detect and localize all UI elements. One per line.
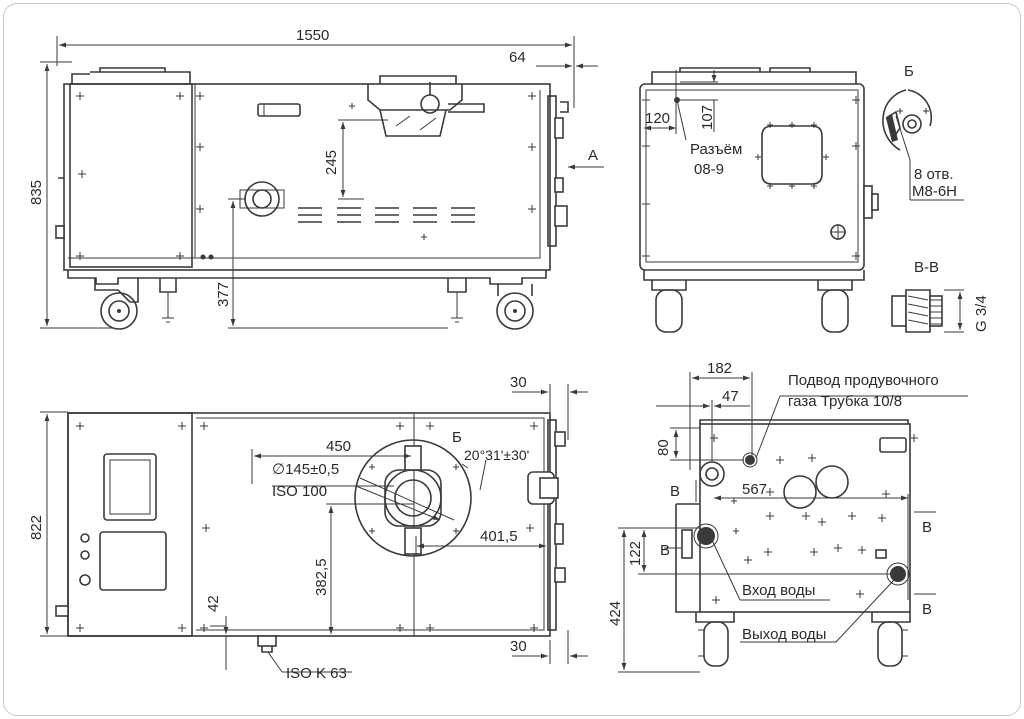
drawing-frame — [3, 3, 1021, 716]
dim-rear-h3: 424 — [607, 601, 624, 626]
label-flange-dia: ∅145±0,5 — [272, 461, 339, 478]
label-view-a: А — [588, 147, 598, 164]
label-flange-std: ISO 100 — [272, 483, 327, 500]
label-water-out: Выход воды — [742, 626, 826, 643]
label-detail-b-top: Б — [904, 63, 914, 80]
dim-rear-h1: 80 — [655, 439, 672, 456]
dim-plan-inlet-right: 401,5 — [480, 528, 518, 545]
plan-view-dimensions — [40, 384, 588, 673]
side-view-dimensions — [40, 36, 604, 329]
dim-overall-length: 1550 — [296, 27, 329, 44]
dim-top-width-offset: 120 — [645, 110, 670, 127]
label-section-mark-right-top: В — [922, 519, 932, 536]
dim-plan-bottom-offset: 42 — [205, 595, 222, 612]
dim-height: 835 — [28, 180, 45, 205]
dim-rear-w1: 182 — [707, 360, 732, 377]
label-thread: М8-6Н — [912, 183, 957, 200]
end-view — [639, 67, 879, 333]
dimension-labels: 1550 64 835 245 377 120 107 30 30 822 45… — [28, 27, 767, 655]
dim-plan-inlet-x: 450 — [326, 438, 351, 455]
dim-inner-height: 245 — [323, 150, 340, 175]
dim-rear-w2: 47 — [722, 388, 739, 405]
dim-right-offset-top: 64 — [509, 49, 526, 66]
dim-plan-depth: 822 — [28, 515, 45, 540]
label-purge-gas-2: газа Трубка 10/8 — [788, 393, 902, 410]
label-section-mark-right-bottom: В — [922, 601, 932, 618]
label-purge-gas-1: Подвод продувочного — [788, 372, 939, 389]
detail-b — [882, 89, 964, 201]
label-pipe-thread: G 3/4 — [973, 295, 990, 332]
annotation-labels: А Б Б Разъём 08-9 8 отв. М8-6Н В-В G 3/4… — [272, 63, 990, 682]
label-connector: Разъём — [690, 141, 742, 158]
dim-top-height-offset: 107 — [699, 105, 716, 130]
rear-view-dimensions — [618, 372, 968, 673]
dim-right-offset-plan-bottom: 30 — [510, 638, 527, 655]
section-v-v — [891, 289, 964, 333]
label-holes: 8 отв. — [914, 166, 954, 183]
dim-plan-inlet-y: 382,5 — [313, 558, 330, 596]
dim-floor-to-port: 377 — [215, 282, 232, 307]
label-detail-b-plan: Б — [452, 429, 462, 446]
rear-view — [675, 419, 918, 667]
plan-view — [55, 412, 566, 653]
label-connector-code: 08-9 — [694, 161, 724, 178]
label-water-in: Вход воды — [742, 582, 815, 599]
label-section-mark-left-bottom: В — [660, 542, 670, 559]
side-view — [55, 67, 569, 330]
dim-right-offset-plan-top: 30 — [510, 374, 527, 391]
label-section: В-В — [914, 259, 939, 276]
dim-rear-w3: 567 — [742, 481, 767, 498]
label-angle: 20°31'±30' — [464, 447, 529, 463]
dim-rear-h2: 122 — [627, 541, 644, 566]
label-exhaust-std: ISO K 63 — [286, 665, 347, 682]
end-view-dimensions — [644, 70, 718, 141]
label-section-mark-left-top: В — [670, 483, 680, 500]
